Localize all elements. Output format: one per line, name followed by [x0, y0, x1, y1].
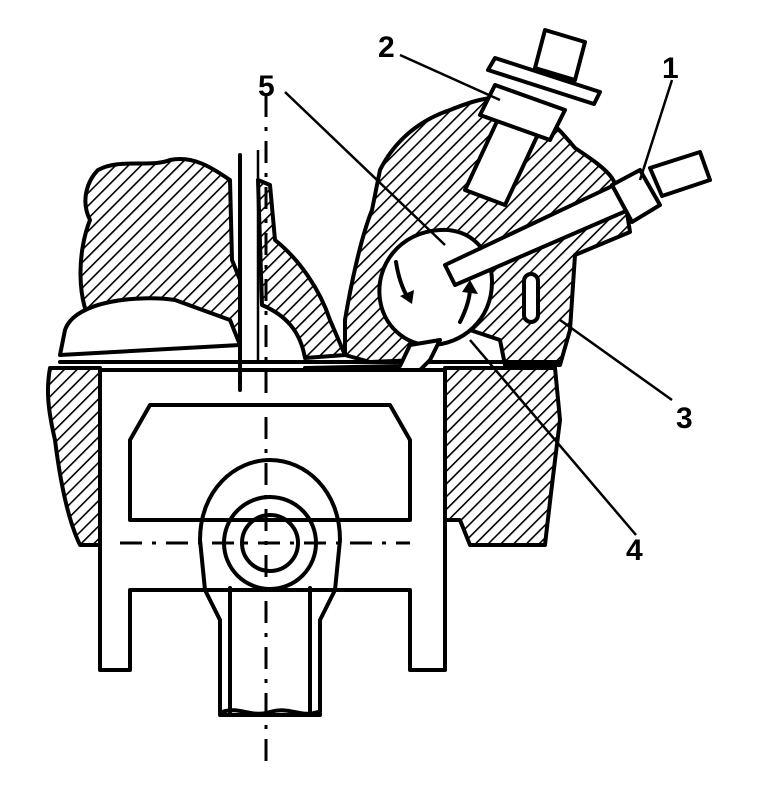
connecting-rod-shank — [228, 586, 312, 714]
leader-line-4 — [469, 339, 637, 536]
piston-crown-recess — [128, 403, 412, 522]
piston-pin-inner — [240, 513, 300, 573]
leader-line-5 — [284, 91, 446, 246]
callout-5: 5 — [258, 70, 275, 103]
callout-2: 2 — [378, 31, 395, 64]
callout-4: 4 — [626, 534, 643, 567]
callout-3: 3 — [676, 402, 693, 435]
left-port-opening — [58, 296, 242, 357]
intake-wall — [256, 178, 347, 360]
block-wall-right — [443, 366, 562, 547]
callout-1: 1 — [662, 52, 679, 85]
glow-plug-nut — [610, 168, 662, 224]
leader-line-1 — [638, 79, 674, 181]
glow-plug-terminal — [648, 150, 712, 198]
injector-cap — [533, 28, 587, 82]
coolant-slot-upper — [522, 272, 540, 324]
leader-line-3 — [559, 318, 673, 402]
combustion-chamber — [377, 227, 494, 347]
injector-flange — [486, 56, 602, 106]
swirl-arrowhead-right — [462, 280, 478, 294]
connecting-rod-boss — [198, 458, 342, 592]
rod-break-line — [220, 708, 320, 716]
leader-line-2 — [399, 53, 501, 102]
block-wall-left — [45, 366, 102, 547]
swirl-arrowhead-left — [400, 290, 414, 304]
injector-nut — [478, 83, 567, 142]
